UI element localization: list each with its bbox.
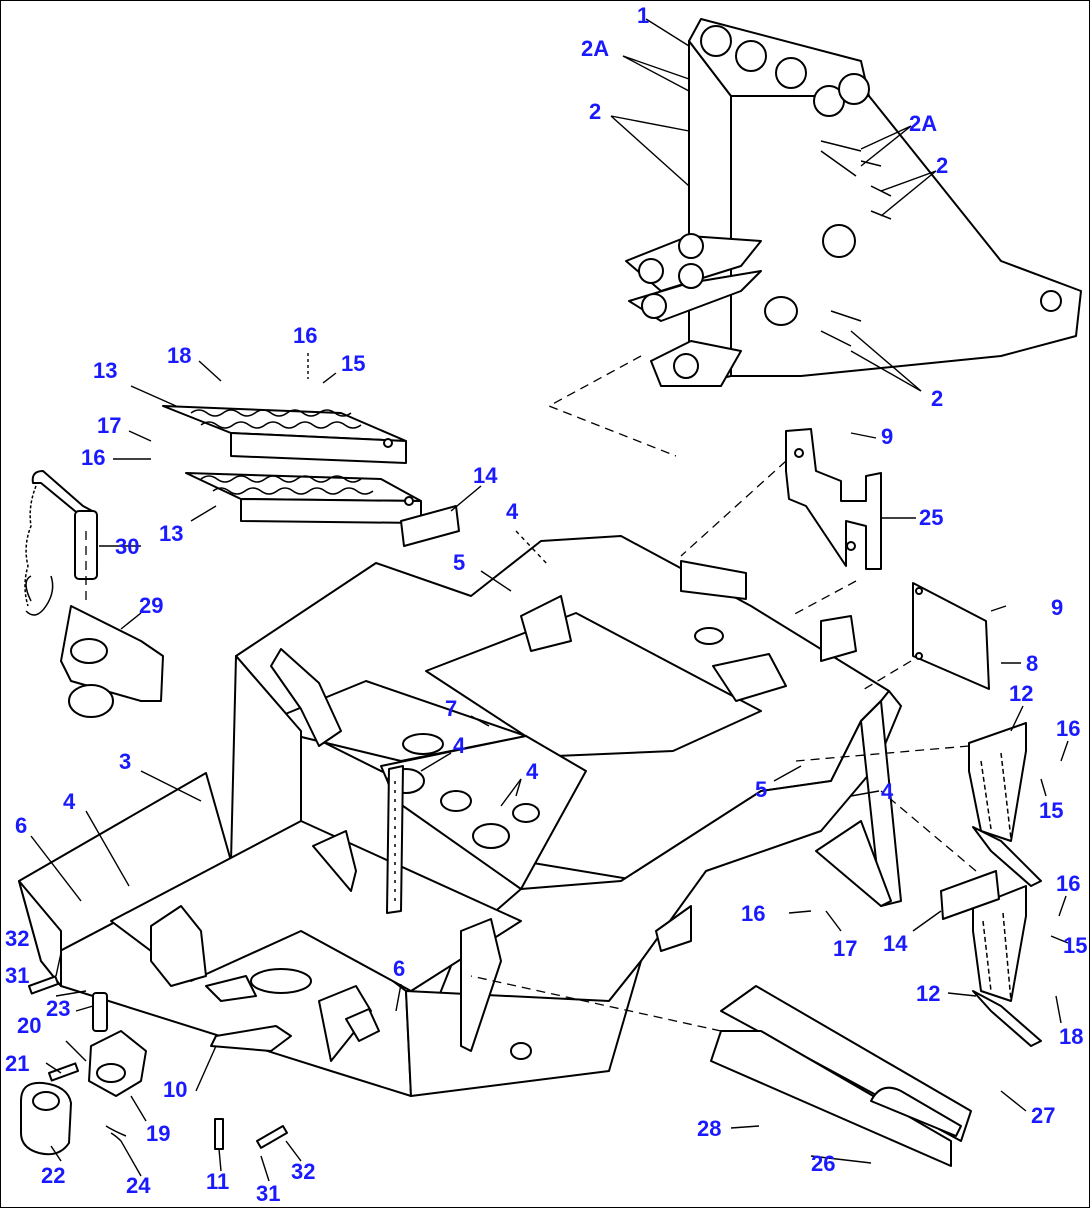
callout-13-top: 13 (93, 358, 117, 383)
step-ladder-12-lower (972, 885, 1042, 1047)
callout-16-right: 16 (1056, 716, 1080, 741)
callout-4-mid: 4 (453, 733, 466, 758)
step-plate-upper (162, 405, 407, 464)
cover-plate-8 (912, 582, 990, 690)
callout-26: 26 (811, 1151, 835, 1176)
callout-2-right: 2 (936, 153, 948, 178)
callout-15-top: 15 (341, 351, 365, 376)
callout-14-top: 14 (473, 463, 498, 488)
callout-11: 11 (206, 1169, 229, 1194)
callout-2-left: 2 (589, 99, 601, 124)
callout-16-lowright: 16 (1056, 871, 1080, 896)
callout-23: 23 (46, 996, 70, 1021)
callout-15-right: 15 (1039, 798, 1063, 823)
callout-15-lower: 15 (1063, 933, 1087, 958)
callout-9-top: 9 (881, 424, 893, 449)
callout-2a-right: 2A (909, 111, 937, 136)
callout-21: 21 (5, 1051, 29, 1076)
callout-4-left: 4 (63, 789, 76, 814)
callout-19: 19 (146, 1121, 170, 1146)
callout-1: 1 (637, 3, 649, 28)
callout-28: 28 (697, 1116, 721, 1141)
callout-10: 10 (163, 1077, 187, 1102)
callout-18-top: 18 (167, 343, 191, 368)
callout-4-right: 4 (881, 779, 894, 804)
callout-31-bottom: 31 (256, 1181, 280, 1206)
callout-5-right: 5 (755, 777, 767, 802)
callout-32-left: 32 (5, 926, 29, 951)
callout-labels: 1 2A 2 2A 2 2 16 15 18 13 17 16 13 14 30… (5, 3, 1087, 1206)
callout-8: 8 (1026, 651, 1038, 676)
callout-4-top: 4 (506, 499, 519, 524)
callout-16-top: 16 (293, 323, 317, 348)
callout-12-top: 12 (1009, 681, 1033, 706)
callout-2a-top: 2A (581, 36, 609, 61)
callout-13-lower: 13 (159, 521, 183, 546)
callout-17-mid: 17 (833, 936, 857, 961)
callout-18-lower: 18 (1059, 1024, 1083, 1049)
callout-12-lower: 12 (916, 981, 940, 1006)
callout-32-bottom: 32 (291, 1159, 315, 1184)
lock-pin-30 (24, 470, 98, 616)
callout-22: 22 (41, 1163, 65, 1188)
callout-29: 29 (139, 593, 163, 618)
callout-6-left: 6 (15, 813, 27, 838)
step-ladder-12-upper (968, 722, 1042, 887)
callout-27: 27 (1031, 1103, 1055, 1128)
callout-4-center: 4 (526, 759, 539, 784)
hitch-parts (20, 975, 292, 1156)
tow-bracket-29 (60, 605, 164, 718)
loader-tower (625, 18, 1082, 387)
dashed-leaders (85, 355, 977, 1032)
callout-20: 20 (17, 1013, 41, 1038)
callout-16-left: 16 (81, 445, 105, 470)
callout-6-mid: 6 (393, 956, 405, 981)
leader-lines (30, 18, 1069, 1182)
small-plate-14 (400, 505, 460, 547)
callout-9-right: 9 (1051, 595, 1063, 620)
main-frame (18, 535, 902, 1097)
callout-24: 24 (126, 1173, 151, 1198)
small-plate-14-right (940, 870, 1000, 920)
skid-plate-26 (710, 985, 972, 1167)
callout-14-lower: 14 (883, 931, 908, 956)
callout-16-mid: 16 (741, 901, 765, 926)
callout-30: 30 (115, 534, 139, 559)
callout-2-bottom: 2 (931, 386, 943, 411)
callout-5-top: 5 (453, 550, 465, 575)
step-plate-lower (185, 472, 422, 524)
callout-3: 3 (119, 749, 131, 774)
callout-25: 25 (919, 505, 943, 530)
callout-31-left: 31 (5, 963, 29, 988)
callout-17-top: 17 (97, 413, 121, 438)
callout-7: 7 (445, 696, 457, 721)
bracket-25 (785, 428, 882, 570)
